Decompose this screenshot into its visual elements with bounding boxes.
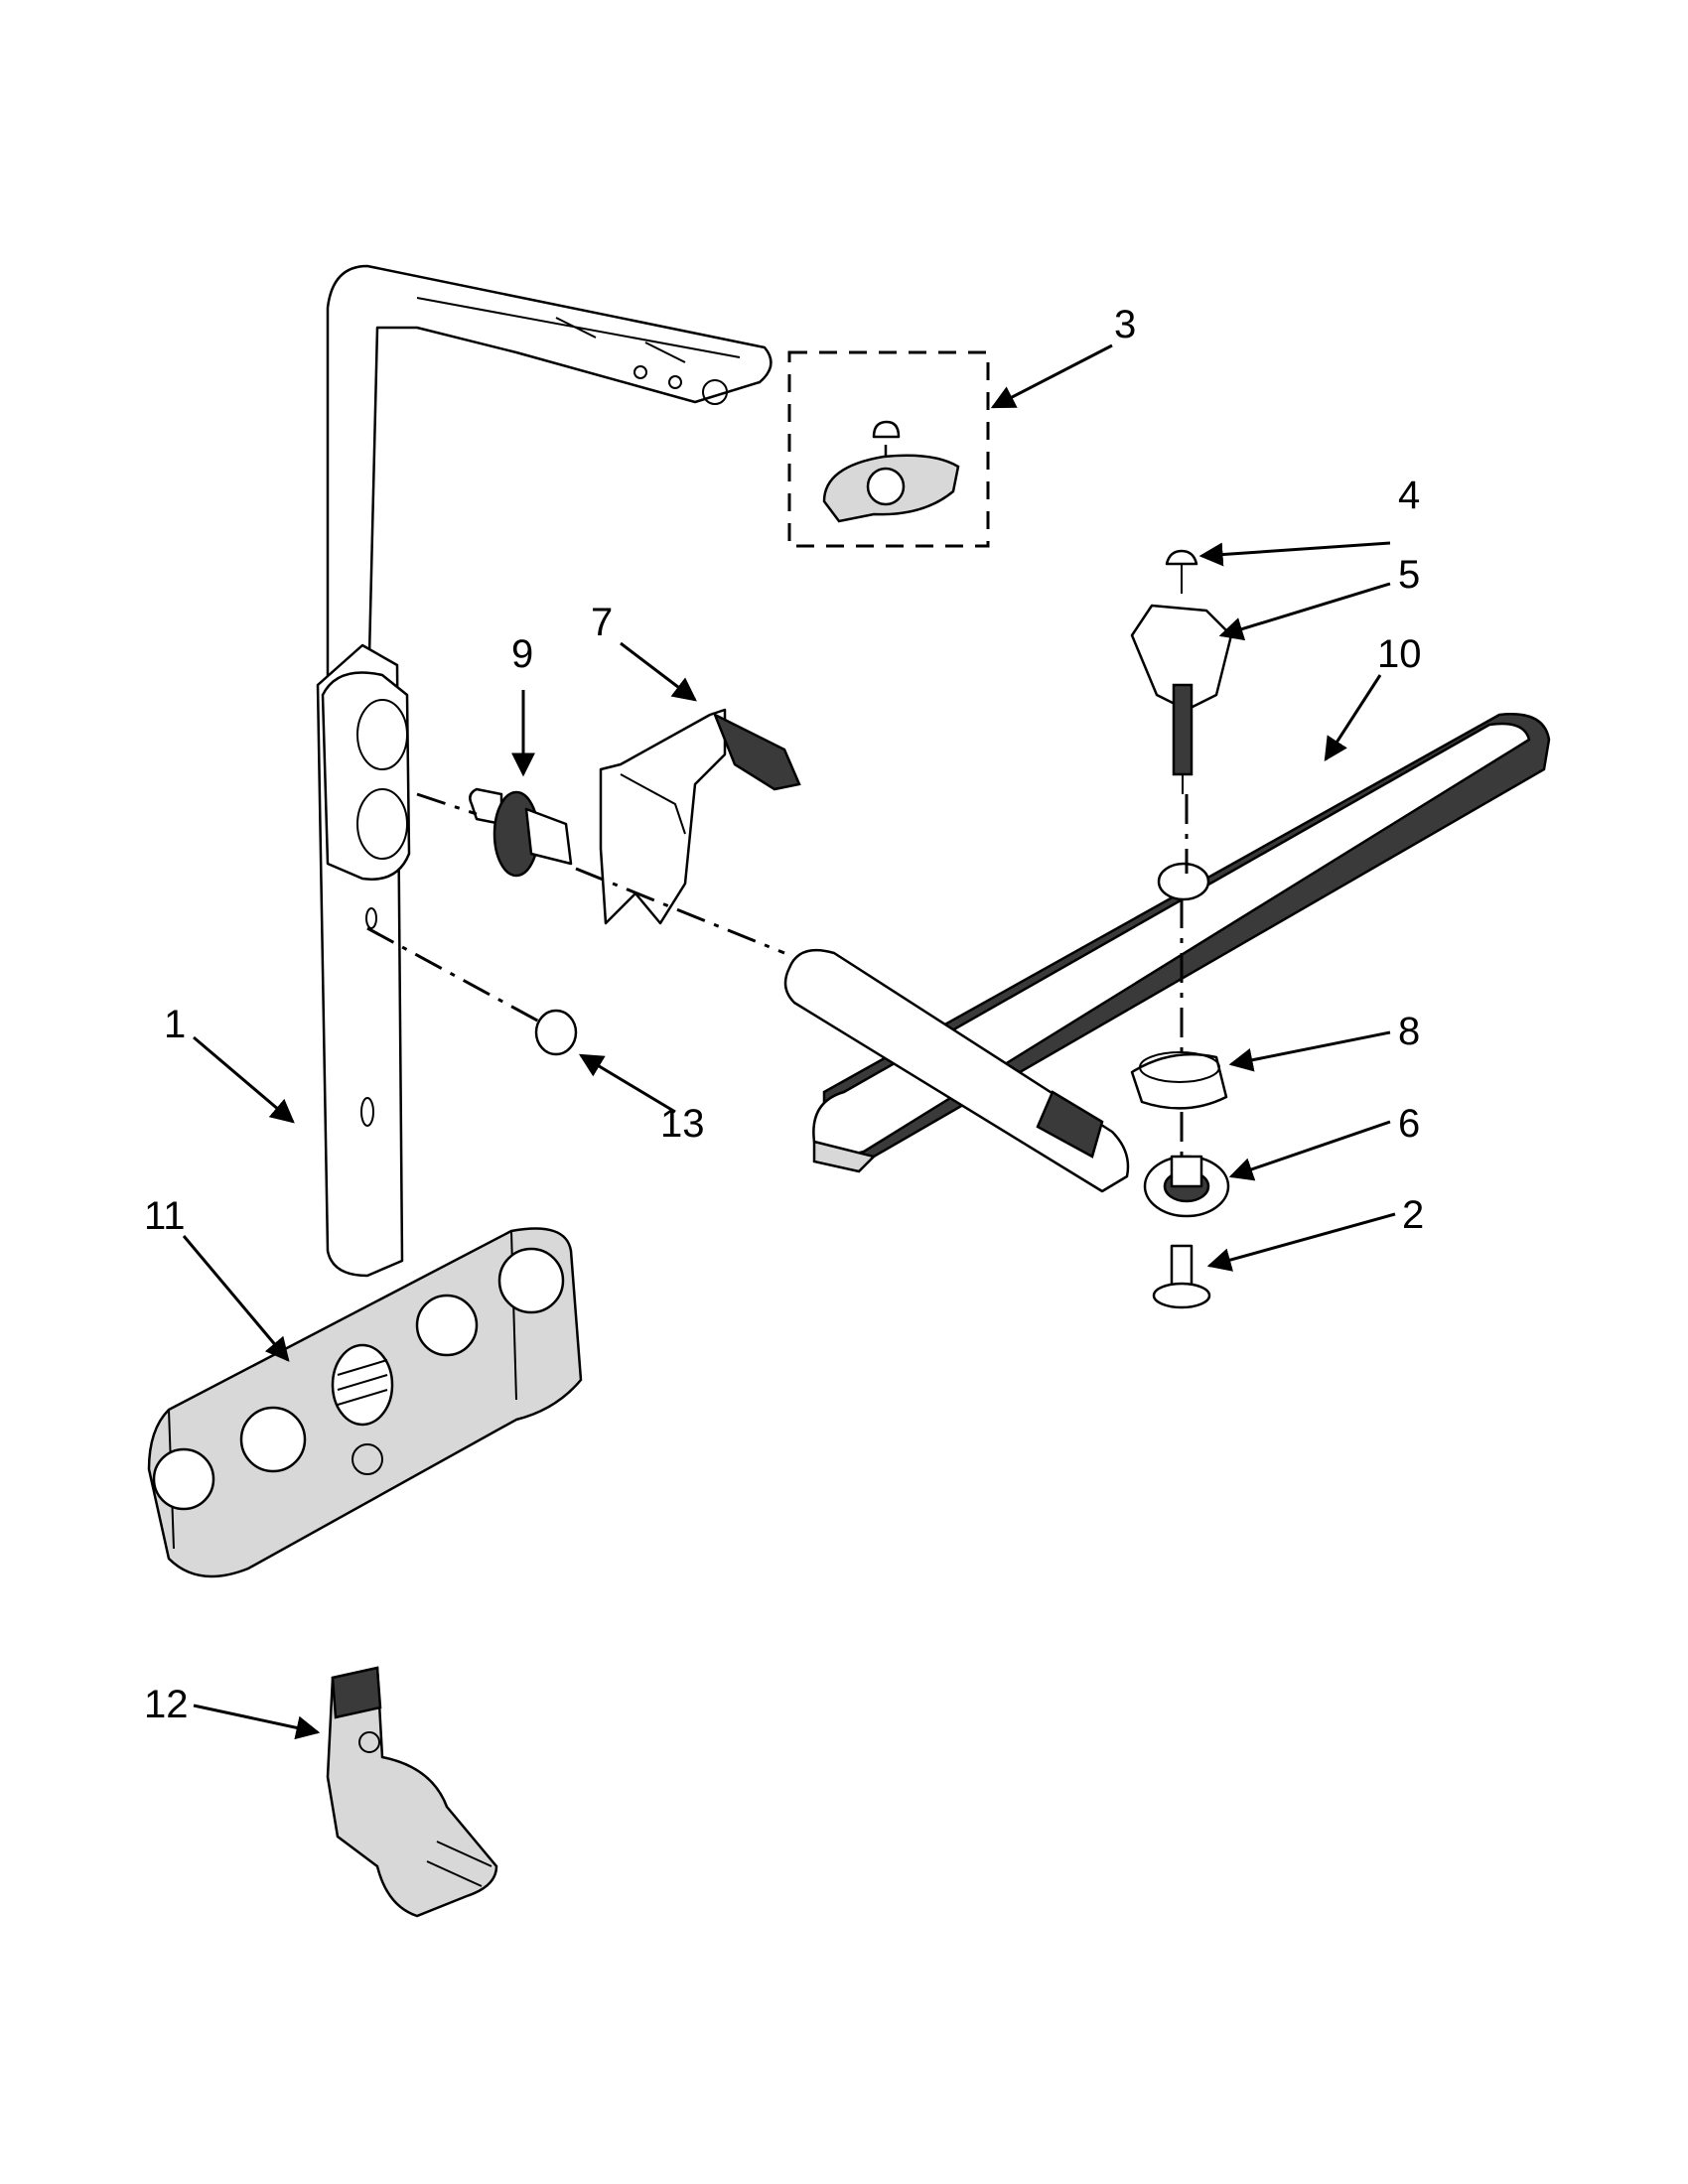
part-3-hub-assembly (787, 350, 990, 548)
part-4-screw (1165, 549, 1198, 594)
leader-7 (620, 641, 697, 702)
callout-10: 10 (1377, 632, 1422, 676)
leader-2 (1206, 1212, 1396, 1272)
part-9-diverter (469, 787, 573, 878)
leader-13 (578, 1053, 676, 1114)
leader-10 (1324, 674, 1382, 762)
part-10-feed-tube (783, 948, 1130, 1193)
callout-11: 11 (144, 1194, 186, 1238)
callout-2: 2 (1402, 1193, 1424, 1237)
leader-4 (1198, 541, 1391, 567)
callout-8: 8 (1398, 1010, 1420, 1053)
leader-3 (990, 343, 1113, 409)
callout-13: 13 (660, 1102, 705, 1146)
callout-1: 1 (164, 1003, 186, 1046)
callout-12: 12 (144, 1683, 189, 1726)
callout-6: 6 (1398, 1102, 1420, 1146)
leader-11 (182, 1235, 290, 1362)
leader-6 (1228, 1120, 1391, 1181)
part-12-connector (326, 1666, 498, 1918)
leader-12 (193, 1704, 321, 1740)
part-1-supply-tube (316, 264, 773, 1278)
leader-1 (193, 1035, 295, 1124)
callout-3: 3 (1114, 303, 1136, 346)
leader-8 (1228, 1030, 1391, 1072)
leader-5 (1218, 582, 1391, 641)
callout-labels: 1 2 3 4 5 6 7 8 9 10 11 12 13 (144, 303, 1424, 1726)
callout-9: 9 (511, 632, 533, 676)
part-8-ring (1130, 1051, 1228, 1110)
part-2-screw (1152, 1244, 1211, 1309)
callout-4: 4 (1398, 474, 1420, 517)
leader-lines (182, 343, 1396, 1740)
assembly-axes (366, 792, 1189, 1161)
part-11-spray-manifold (147, 1227, 583, 1578)
part-13-plug (534, 1009, 578, 1056)
part-7-bracket (599, 708, 801, 925)
callout-7: 7 (591, 601, 613, 644)
callout-5: 5 (1398, 553, 1420, 597)
part-6-bearing (1143, 1155, 1230, 1218)
part-10-spray-arm (812, 713, 1551, 1173)
part-5-clip (1130, 604, 1233, 794)
